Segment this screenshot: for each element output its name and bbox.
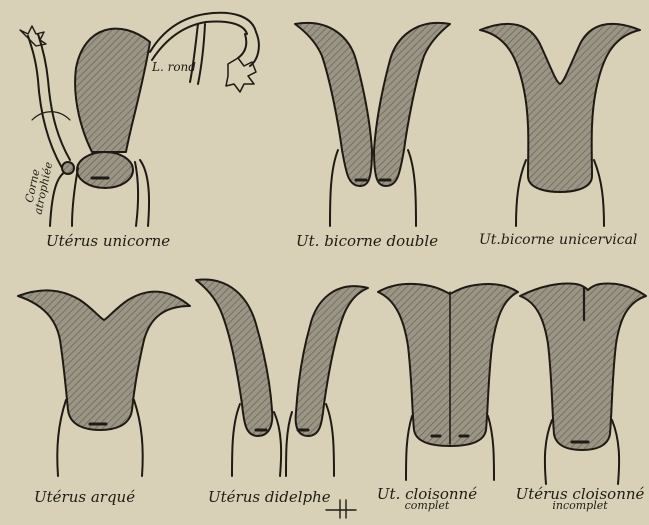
caption-bicorne-double: Ut. bicorne double (296, 232, 438, 250)
figure-arque (18, 290, 190, 476)
caption-unicorne: Utérus unicorne (46, 232, 170, 250)
figure-cloisonne-incomplet (520, 284, 646, 485)
caption-didelphe: Utérus didelphe (208, 488, 331, 506)
caption-arque: Utérus arqué (34, 488, 135, 506)
figure-unicorne (20, 13, 259, 226)
figure-didelphe (196, 279, 368, 476)
ligament-label: L. rond (152, 60, 196, 74)
caption-cloisonne-complet: Ut. cloisonné complet (372, 488, 482, 512)
figure-cloisonne-complet (378, 284, 518, 480)
figure-bicorne-unicervical (480, 24, 640, 226)
figure-bicorne-double (295, 23, 450, 226)
caption-cloisonne-incomplet: Utérus cloisonné incomplet (512, 488, 648, 512)
caption-bicorne-unicervical: Ut.bicorne unicervical (479, 232, 637, 248)
